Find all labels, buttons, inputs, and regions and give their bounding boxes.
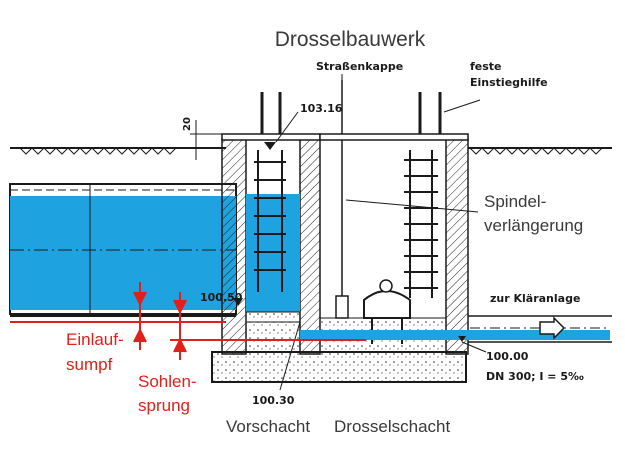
- ladder-vorschacht: [254, 150, 286, 292]
- level-marker-100-00: [458, 336, 487, 353]
- diagram-title: Drosselbauwerk: [275, 28, 426, 51]
- level-100-00-label: 100.00: [486, 350, 529, 363]
- drosselschacht-label: Drosselschacht: [334, 417, 450, 436]
- ladder-drosselschacht: [404, 150, 438, 298]
- spindel-verlaengerung: [335, 80, 349, 319]
- level-marker-100-30: [279, 321, 301, 391]
- zur-klaeranlage-label: zur Kläranlage: [490, 292, 580, 305]
- spindel-leader: [345, 199, 479, 213]
- vorschacht-walls: [221, 133, 321, 355]
- pipe-spec-label: DN 300; I = 5‰: [486, 370, 584, 383]
- dimension-20-label: 20: [182, 117, 193, 131]
- outlet-pipe: [300, 315, 612, 343]
- sohlensprung-label-line2: sprung: [138, 396, 190, 415]
- spindel-label-line1: Spindel-: [484, 192, 546, 211]
- einlaufsumpf-label-line2: sumpf: [66, 355, 113, 374]
- einlaufsumpf-label-line1: Einlauf-: [66, 330, 124, 349]
- vorschacht-label: Vorschacht: [226, 417, 310, 436]
- spindel-label-line2: verlängerung: [484, 216, 583, 235]
- drosselschacht-walls: [319, 133, 469, 355]
- level-marker-103-16: 103.16: [264, 102, 343, 150]
- einstieghilfe-label: Einstieghilfe: [470, 76, 548, 89]
- feste-label: feste: [470, 60, 502, 73]
- level-103-16-label: 103.16: [300, 102, 343, 115]
- sohlensprung-label-line1: Sohlen-: [138, 372, 197, 391]
- feste-einstieghilfe-posts: [260, 92, 442, 134]
- einlaufsumpf-annotation: [10, 282, 226, 350]
- level-marker-100-50: 100.50: [200, 291, 243, 306]
- sohlensprung-annotation: [170, 292, 366, 360]
- inlet-pipe: [9, 183, 237, 317]
- strassenkappe-label: Straßenkappe: [316, 60, 403, 73]
- foundation-slab: [211, 351, 467, 383]
- dimension-20: 20: [182, 117, 226, 160]
- level-100-50-label: 100.50: [200, 291, 243, 304]
- einstieghilfe-leader: [443, 99, 481, 113]
- level-100-30-label: 100.30: [252, 394, 295, 407]
